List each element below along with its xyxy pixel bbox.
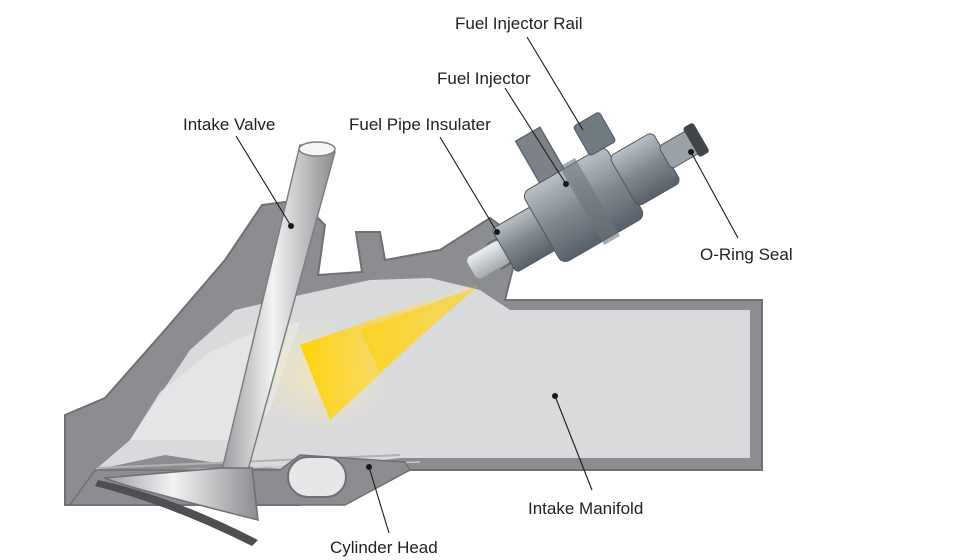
dot-fuel-injector — [563, 181, 569, 187]
dot-intake-manifold — [552, 393, 558, 399]
leader-fuel-injector — [504, 87, 567, 185]
label-o-ring-seal: O-Ring Seal — [700, 245, 793, 264]
dot-intake-valve — [288, 223, 294, 229]
leader-lines — [235, 36, 739, 534]
leader-intake-manifold — [554, 395, 593, 491]
leader-o-ring-seal — [690, 151, 739, 239]
dot-cylinder-head — [366, 464, 372, 470]
o-ring — [683, 123, 709, 157]
leader-fuel-injector-rail — [526, 36, 584, 131]
label-fuel-pipe-insulater: Fuel Pipe Insulater — [349, 115, 491, 134]
label-intake-valve: Intake Valve — [183, 115, 276, 134]
coolant-port — [287, 456, 347, 498]
leader-cylinder-head — [368, 466, 390, 534]
intake-valve — [95, 141, 336, 546]
leader-fuel-pipe-insulater — [439, 136, 498, 233]
label-fuel-injector: Fuel Injector — [437, 69, 531, 88]
dot-fuel-pipe-insulater — [494, 229, 500, 235]
label-cylinder-head: Cylinder Head — [330, 538, 438, 557]
fuel-injector — [466, 112, 709, 280]
dot-o-ring-seal — [688, 149, 694, 155]
leader-intake-valve — [235, 135, 292, 227]
label-intake-manifold: Intake Manifold — [528, 499, 644, 518]
fuel-spray — [250, 282, 480, 430]
label-fuel-injector-rail: Fuel Injector Rail — [455, 14, 583, 33]
